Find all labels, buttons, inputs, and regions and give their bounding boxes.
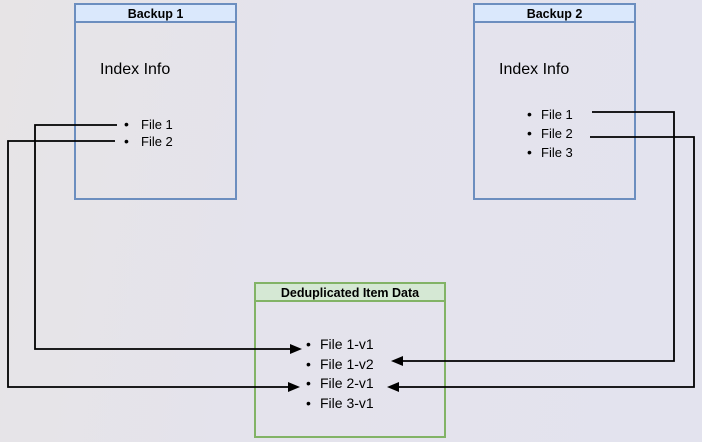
dedup-file-1-v1: File 1-v1 xyxy=(306,335,374,355)
backup1-file-1: File 1 xyxy=(124,116,173,133)
dedup-title: Deduplicated Item Data xyxy=(256,284,444,302)
dedup-file-list: File 1-v1 File 1-v2 File 2-v1 File 3-v1 xyxy=(306,335,374,413)
deduplicated-item-data-box: Deduplicated Item Data File 1-v1 File 1-… xyxy=(254,282,446,438)
dedup-file-3-v1: File 3-v1 xyxy=(306,394,374,414)
backup1-box: Backup 1 Index Info File 1 File 2 xyxy=(74,3,237,200)
backup1-index-info-label: Index Info xyxy=(100,61,171,78)
backup2-file-1: File 1 xyxy=(527,105,573,124)
backup1-title: Backup 1 xyxy=(76,5,235,23)
backup1-file-list: File 1 File 2 xyxy=(124,116,173,150)
backup1-file-2: File 2 xyxy=(124,133,173,150)
backup2-file-2: File 2 xyxy=(527,124,573,143)
backup2-index-info-label: Index Info xyxy=(499,61,570,78)
backup2-box: Backup 2 Index Info File 1 File 2 File 3 xyxy=(473,3,636,200)
dedup-file-2-v1: File 2-v1 xyxy=(306,374,374,394)
backup2-title: Backup 2 xyxy=(475,5,634,23)
backup2-file-3: File 3 xyxy=(527,143,573,162)
backup2-file-list: File 1 File 2 File 3 xyxy=(527,105,573,162)
dedup-file-1-v2: File 1-v2 xyxy=(306,355,374,375)
